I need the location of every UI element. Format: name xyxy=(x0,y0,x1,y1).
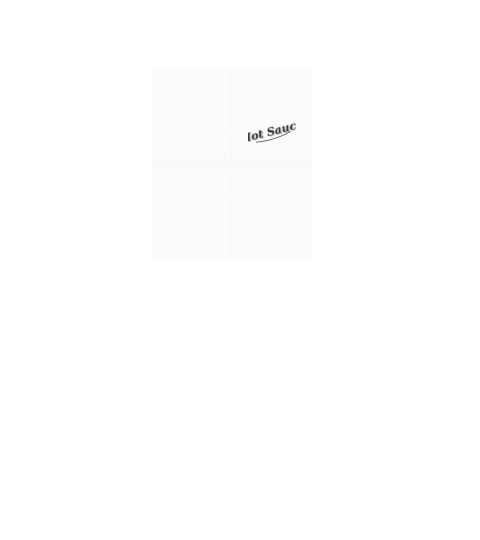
logo-text: Hot Sauce xyxy=(248,118,296,146)
faded-divider-horizontal xyxy=(152,134,312,135)
faded-divider-horizontal xyxy=(152,198,312,199)
faded-background-panel xyxy=(152,70,312,258)
logo-graphic: Hot Sauce Hot Sauce xyxy=(248,118,296,146)
script-wordmark-logo: Hot Sauce Hot Sauce xyxy=(248,118,296,146)
logo-swash xyxy=(255,131,291,143)
faded-divider-vertical xyxy=(230,70,231,258)
